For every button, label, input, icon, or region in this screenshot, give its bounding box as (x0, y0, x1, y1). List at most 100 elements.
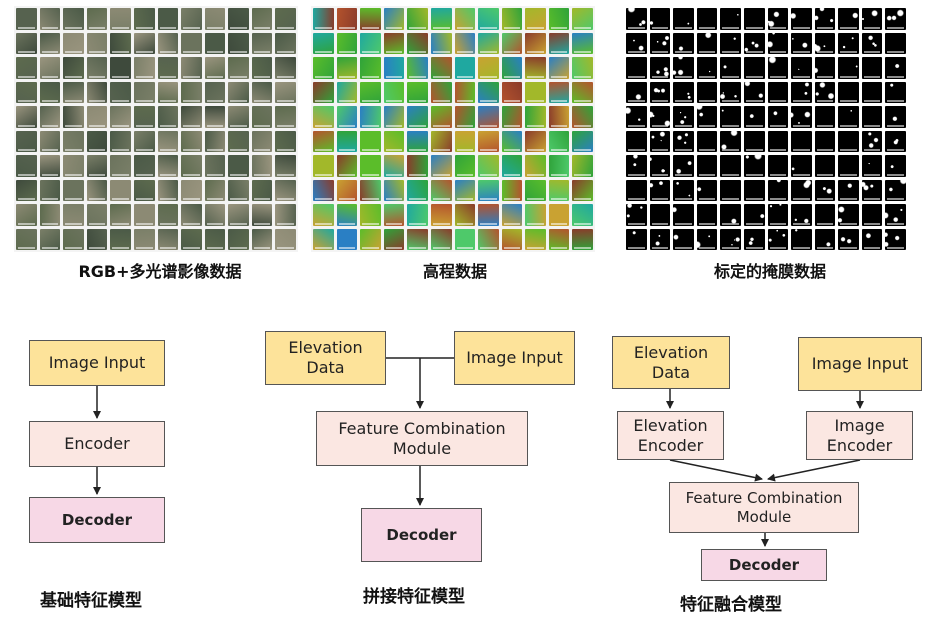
thumbnail-tile (696, 8, 718, 30)
thumbnail-tile (548, 155, 570, 177)
thumbnail-tile (885, 130, 906, 152)
thumbnail-tile (16, 179, 37, 201)
thumbnail-tile (885, 155, 906, 177)
thumbnail-tile (454, 130, 476, 152)
thumbnail-tile (626, 179, 647, 201)
thumbnail-tile (791, 228, 812, 250)
thumbnail-tile (63, 179, 84, 201)
thumbnail-tile (313, 32, 334, 54)
thumbnail-tile (743, 32, 765, 54)
thumbnail-tile (275, 106, 296, 128)
thumbnail-tile (360, 57, 381, 79)
thumbnail-tile (649, 130, 671, 152)
thumbnail-tile (548, 179, 570, 201)
thumbnail-tile (275, 228, 296, 250)
thumbnail-tile (275, 81, 296, 103)
thumbnail-tile (86, 179, 108, 201)
fusion-model-caption: 特征融合模型 (680, 595, 782, 615)
thumbnail-tile (696, 32, 718, 54)
thumbnail-tile (791, 130, 812, 152)
thumbnail-tile (360, 81, 381, 103)
thumbnail-tile (525, 8, 546, 30)
thumbnail-tile (454, 32, 476, 54)
thumbnail-tile (861, 8, 883, 30)
thumbnail-tile (838, 57, 859, 79)
thumbnail-tile (16, 32, 37, 54)
thumbnail-tile (86, 8, 108, 30)
thumbnail-tile (16, 106, 37, 128)
thumbnail-tile (885, 8, 906, 30)
thumbnail-tile (110, 179, 131, 201)
thumbnail-tile (626, 106, 647, 128)
thumbnail-tile (548, 8, 570, 30)
thumbnail-tile (548, 106, 570, 128)
arrow-elev-encoder-to-combination (669, 459, 763, 482)
thumbnail-tile (743, 228, 765, 250)
thumbnail-tile (454, 155, 476, 177)
thumbnail-tile (478, 204, 499, 226)
thumbnail-tile (407, 32, 428, 54)
thumbnail-tile (204, 81, 226, 103)
thumbnail-tile (228, 130, 249, 152)
thumbnail-tile (861, 204, 883, 226)
thumbnail-tile (548, 130, 570, 152)
thumbnail-tile (360, 179, 381, 201)
thumbnail-tile (743, 204, 765, 226)
thumbnail-tile (767, 8, 789, 30)
thumbnail-tile (336, 179, 358, 201)
thumbnail-tile (313, 8, 334, 30)
thumbnail-tile (360, 204, 381, 226)
thumbnail-tile (110, 130, 131, 152)
thumbnail-tile (696, 106, 718, 128)
thumbnail-tile (383, 81, 405, 103)
thumbnail-tile (430, 81, 452, 103)
base-model-caption: 基础特征模型 (40, 591, 142, 611)
thumbnail-tile (275, 130, 296, 152)
fusion-feature-combination-box: Feature Combination Module (669, 482, 859, 533)
thumbnail-tile (251, 155, 273, 177)
thumbnail-tile (501, 81, 523, 103)
thumbnail-tile (383, 106, 405, 128)
thumbnail-tile (548, 228, 570, 250)
thumbnail-tile (572, 81, 593, 103)
thumbnail-tile (133, 57, 155, 79)
thumbnail-tile (885, 228, 906, 250)
thumbnail-tile (673, 228, 694, 250)
thumbnail-tile (501, 106, 523, 128)
thumbnail-tile (407, 106, 428, 128)
thumbnail-tile (63, 32, 84, 54)
thumbnail-tile (86, 57, 108, 79)
thumbnail-tile (767, 57, 789, 79)
thumbnail-tile (228, 179, 249, 201)
thumbnail-tile (228, 204, 249, 226)
fusion-image-encoder-box: Image Encoder (806, 411, 913, 460)
thumbnail-tile (251, 106, 273, 128)
thumbnail-tile (336, 204, 358, 226)
thumbnail-tile (133, 228, 155, 250)
rgb-caption: RGB+多光谱影像数据 (78, 262, 242, 281)
thumbnail-tile (885, 32, 906, 54)
thumbnail-tile (181, 32, 202, 54)
thumbnail-tile (838, 32, 859, 54)
thumbnail-tile (63, 228, 84, 250)
thumbnail-tile (16, 8, 37, 30)
thumbnail-tile (86, 155, 108, 177)
thumbnail-tile (383, 57, 405, 79)
thumbnail-tile (63, 155, 84, 177)
thumbnail-tile (673, 106, 694, 128)
thumbnail-tile (39, 32, 61, 54)
thumbnail-tile (501, 179, 523, 201)
fusion-elevation-data-box: Elevation Data (612, 336, 730, 389)
thumbnail-tile (181, 130, 202, 152)
thumbnail-tile (861, 130, 883, 152)
thumbnail-tile (313, 81, 334, 103)
thumbnail-tile (157, 81, 179, 103)
thumbnail-tile (251, 179, 273, 201)
mask-caption: 标定的掩膜数据 (713, 262, 826, 281)
thumbnail-tile (157, 228, 179, 250)
fusion-image-input-box: Image Input (798, 337, 922, 391)
thumbnail-tile (767, 204, 789, 226)
thumbnail-tile (743, 155, 765, 177)
thumbnail-tile (39, 130, 61, 152)
thumbnail-tile (157, 106, 179, 128)
